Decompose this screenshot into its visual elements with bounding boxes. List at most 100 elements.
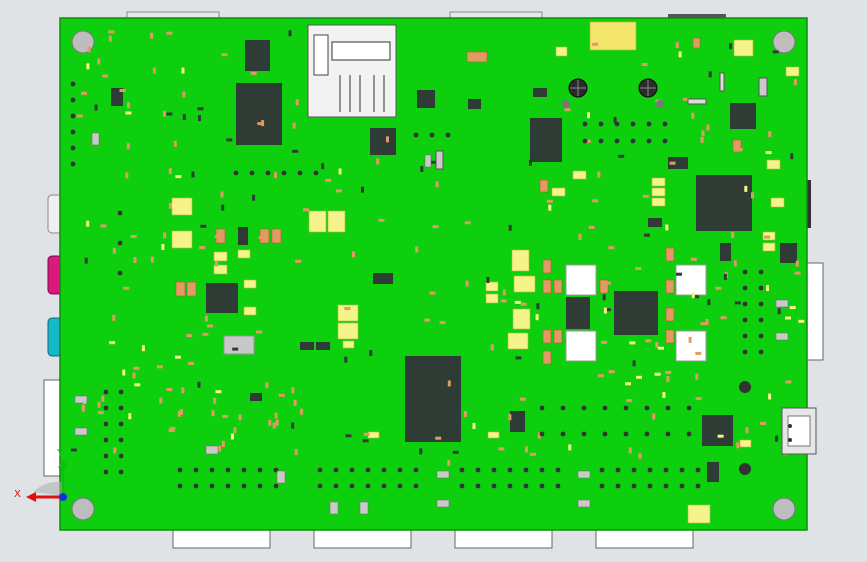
smd-part — [295, 259, 302, 263]
smd-part — [751, 192, 754, 199]
smd-part — [432, 225, 439, 229]
via-hole — [539, 467, 545, 473]
ic-u17 — [780, 243, 797, 263]
through-holes — [70, 81, 764, 489]
smd-part — [150, 32, 154, 39]
smd-part — [603, 307, 607, 314]
smd-part — [181, 67, 185, 74]
smd-part — [733, 260, 737, 267]
smd-part — [592, 42, 599, 46]
via-hole — [646, 138, 652, 144]
via-hole — [333, 483, 339, 489]
smd-part — [166, 31, 173, 35]
mounting-hole-tl — [71, 30, 95, 54]
via-hole — [459, 483, 465, 489]
via-hole — [523, 467, 529, 473]
via-hole — [644, 405, 650, 411]
ic-u14 — [111, 88, 123, 106]
smd-part — [218, 445, 221, 452]
smd-part — [344, 307, 351, 311]
smd-part — [292, 149, 299, 153]
smd-part — [688, 336, 692, 343]
connectors — [43, 11, 824, 549]
smd-part — [695, 397, 702, 401]
smd-part — [150, 256, 154, 263]
via-hole — [397, 467, 403, 473]
smd-part — [662, 392, 666, 398]
smd-part — [642, 194, 649, 198]
smd-part — [430, 160, 437, 164]
via-hole — [233, 170, 239, 176]
smd-part — [171, 204, 178, 208]
smd-part — [793, 79, 797, 86]
smd-part — [87, 46, 91, 53]
smd-part — [635, 267, 642, 270]
via-hole — [581, 431, 587, 437]
ic-u11 — [566, 297, 590, 329]
via-hole — [365, 467, 371, 473]
bottom-connector-4 — [595, 527, 694, 549]
smd-part — [775, 435, 779, 442]
smd-part — [568, 444, 572, 451]
via-hole — [349, 483, 355, 489]
smd-part — [261, 120, 265, 127]
smd-part — [535, 314, 539, 321]
micro-usb-port — [781, 407, 817, 455]
via-hole — [209, 467, 215, 473]
smd-part — [178, 291, 185, 295]
bottom-connector-2 — [313, 527, 412, 549]
smd-part — [294, 448, 298, 455]
via-hole — [103, 453, 109, 459]
smd-part — [768, 393, 772, 400]
smd-part — [638, 452, 642, 459]
smd-part — [608, 370, 615, 374]
via-hole — [281, 170, 287, 176]
via-hole — [758, 349, 764, 355]
smd-part — [502, 289, 506, 296]
via-hole — [742, 269, 748, 275]
smd-part — [335, 189, 342, 193]
ic-u26 — [250, 393, 262, 401]
smd-part — [133, 257, 137, 263]
smd-part — [202, 332, 209, 336]
via-hole — [193, 483, 199, 489]
smd-part — [376, 158, 380, 165]
smd-part — [604, 308, 611, 312]
smd-part — [675, 42, 679, 49]
via-hole — [103, 405, 109, 411]
smd-part — [601, 340, 607, 344]
via-hole — [397, 483, 403, 489]
smd-part — [424, 318, 431, 322]
via-hole — [523, 483, 529, 489]
smd-part — [363, 432, 370, 436]
via-hole — [665, 431, 671, 437]
smd-part — [695, 351, 702, 355]
via-hole — [758, 285, 764, 291]
smd-part — [274, 412, 278, 419]
smd-part — [112, 314, 116, 321]
smd-part — [141, 345, 145, 352]
via-hole — [614, 121, 620, 127]
via-hole — [445, 132, 451, 138]
ic-u16 — [720, 243, 731, 261]
smd-part — [693, 295, 699, 299]
smd-part — [519, 397, 526, 401]
via-hole — [631, 483, 637, 489]
ic-u10 — [614, 291, 658, 335]
via-hole — [663, 467, 669, 473]
via-hole — [742, 317, 748, 323]
via-hole — [663, 483, 669, 489]
via-hole — [742, 333, 748, 339]
smd-part — [798, 319, 805, 323]
smd-part — [125, 111, 132, 115]
smd-part — [525, 446, 528, 453]
smd-part — [627, 313, 634, 317]
smd-part — [592, 199, 599, 203]
via-hole — [679, 483, 685, 489]
via-hole — [602, 405, 608, 411]
smd-part — [765, 151, 772, 155]
smd-part — [81, 91, 87, 95]
smd-part — [760, 421, 767, 425]
via-hole — [177, 467, 183, 473]
